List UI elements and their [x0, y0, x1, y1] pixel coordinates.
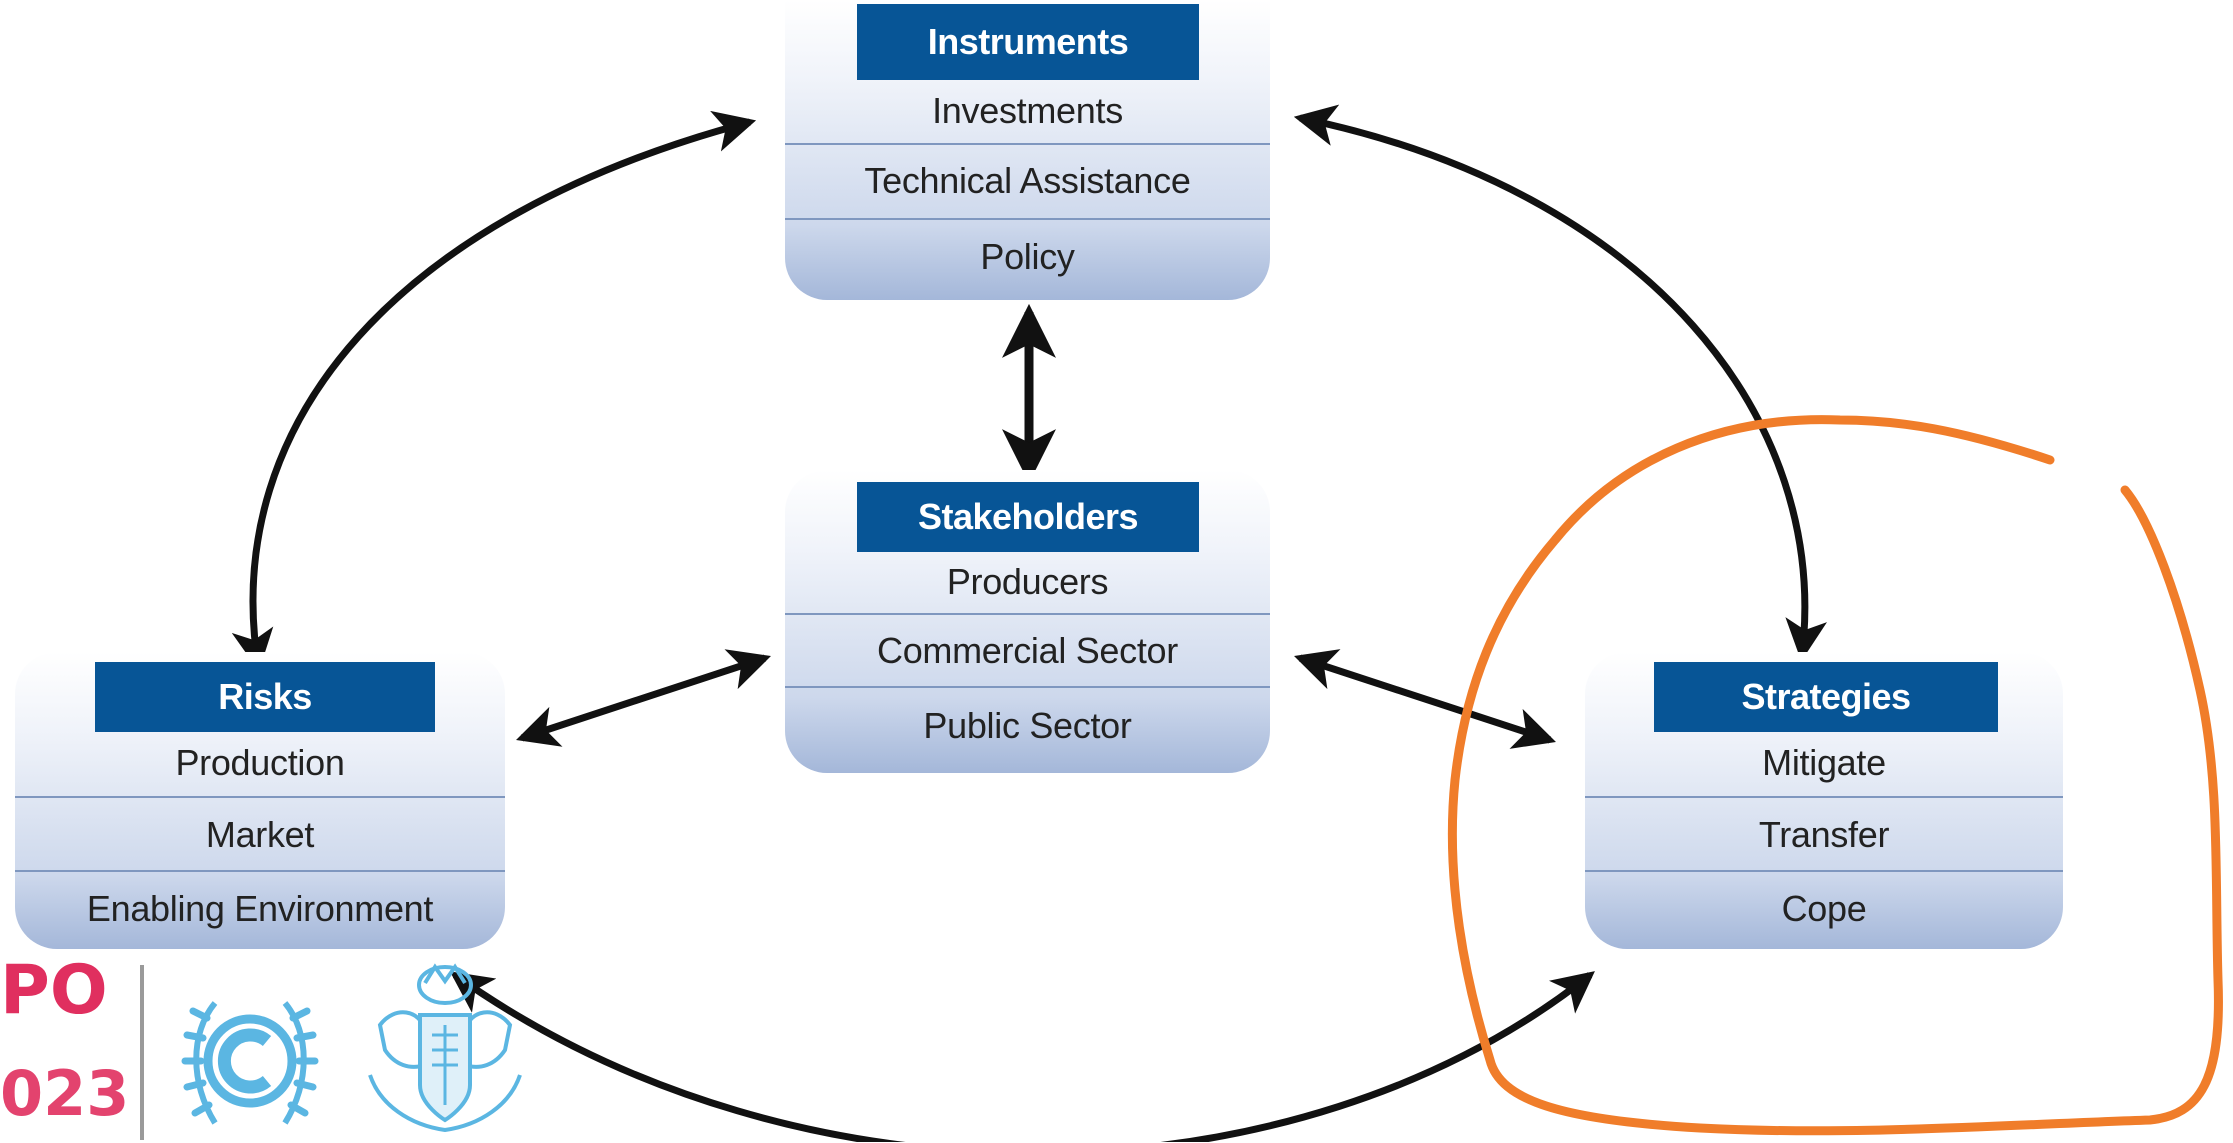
- strategies-item-cope: Cope: [1781, 888, 1867, 929]
- stakeholders-item-producers: Producers: [946, 561, 1109, 602]
- arrow-instruments-strategies: [1293, 104, 1828, 662]
- instruments-title: Instruments: [857, 4, 1199, 80]
- strategies-box: Strategies Mitigate Transfer Cope: [1585, 652, 2063, 949]
- instruments-divider-1: [785, 143, 1270, 145]
- stakeholders-item-public-sector: Public Sector: [923, 705, 1132, 746]
- instruments-item-policy: Policy: [980, 236, 1075, 277]
- stakeholders-divider-1: [785, 613, 1270, 615]
- expo-logo-text-top: PO: [0, 951, 108, 1030]
- strategies-divider-1: [1585, 796, 2063, 798]
- instruments-item-investments: Investments: [932, 90, 1123, 131]
- coat-of-arms-icon: [368, 963, 522, 1133]
- instruments-box: Instruments Investments Technical Assist…: [785, 0, 1270, 300]
- instruments-divider-2: [785, 218, 1270, 220]
- arrow-instruments-risks: [231, 110, 757, 672]
- arrow-stakeholders-risks: [516, 649, 771, 747]
- logo-area: PO 023: [0, 955, 560, 1142]
- highlight-circle: [1447, 415, 2223, 1136]
- strategies-divider-2: [1585, 870, 2063, 872]
- stakeholders-divider-2: [785, 686, 1270, 688]
- risks-title: Risks: [95, 662, 435, 732]
- arrow-stakeholders-strategies: [1294, 649, 1556, 749]
- risks-item-enabling-environment: Enabling Environment: [86, 888, 434, 929]
- risks-box: Risks Production Market Enabling Environ…: [15, 652, 505, 949]
- stakeholders-title: Stakeholders: [857, 482, 1199, 552]
- risks-divider-1: [15, 796, 505, 798]
- logo-divider: [140, 965, 144, 1140]
- un-climate-logo-icon: [181, 1001, 319, 1125]
- strategies-title: Strategies: [1654, 662, 1998, 732]
- instruments-item-technical-assistance: Technical Assistance: [864, 160, 1191, 201]
- arrow-risks-strategies: [449, 971, 1595, 1142]
- strategies-item-mitigate: Mitigate: [1762, 742, 1886, 783]
- stakeholders-box: Stakeholders Producers Commercial Sector…: [785, 470, 1270, 773]
- expo-logo-text-bottom: 023: [0, 1057, 130, 1130]
- risks-item-market: Market: [205, 814, 315, 855]
- risks-item-production: Production: [175, 742, 345, 783]
- stakeholders-item-commercial-sector: Commercial Sector: [877, 630, 1178, 671]
- risks-divider-2: [15, 870, 505, 872]
- strategies-item-transfer: Transfer: [1758, 814, 1890, 855]
